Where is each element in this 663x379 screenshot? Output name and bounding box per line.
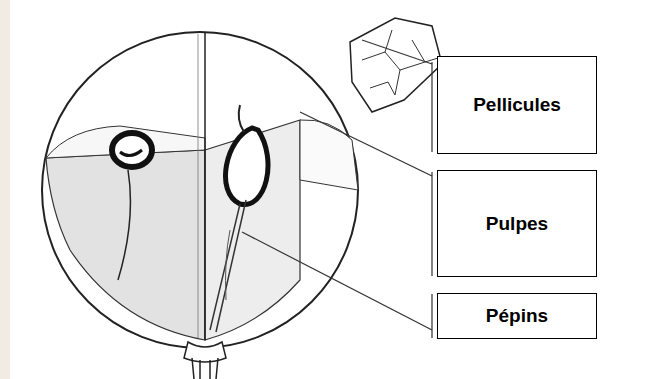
pulp-crack — [239, 105, 244, 132]
leader-line — [362, 40, 432, 64]
skin-fragment — [350, 18, 442, 112]
label-box: Pellicules — [437, 56, 597, 154]
skin-cracks — [362, 30, 438, 95]
part-label: Pulpes — [486, 213, 548, 235]
pulp-crack — [118, 170, 130, 280]
pulp-crack — [226, 230, 231, 300]
cut-face-left — [46, 150, 205, 340]
label-box: Pépins — [437, 293, 597, 339]
seed-right — [225, 128, 268, 204]
stem-cap — [184, 342, 226, 362]
stem — [192, 358, 218, 379]
seed-vessel — [210, 200, 246, 332]
seed-left-detail — [120, 150, 142, 156]
bracket-line — [431, 62, 432, 338]
part-label: Pépins — [486, 305, 548, 327]
leader-line — [300, 112, 432, 176]
cut-face-right — [205, 120, 300, 340]
centre-line — [198, 34, 199, 338]
seed-left — [112, 133, 152, 167]
leader-line — [242, 232, 432, 330]
berry-outline — [42, 32, 358, 348]
label-box: Pulpes — [437, 170, 597, 277]
centre-line — [204, 32, 206, 340]
part-label: Pellicules — [473, 94, 561, 116]
cut-top-right — [300, 120, 358, 190]
